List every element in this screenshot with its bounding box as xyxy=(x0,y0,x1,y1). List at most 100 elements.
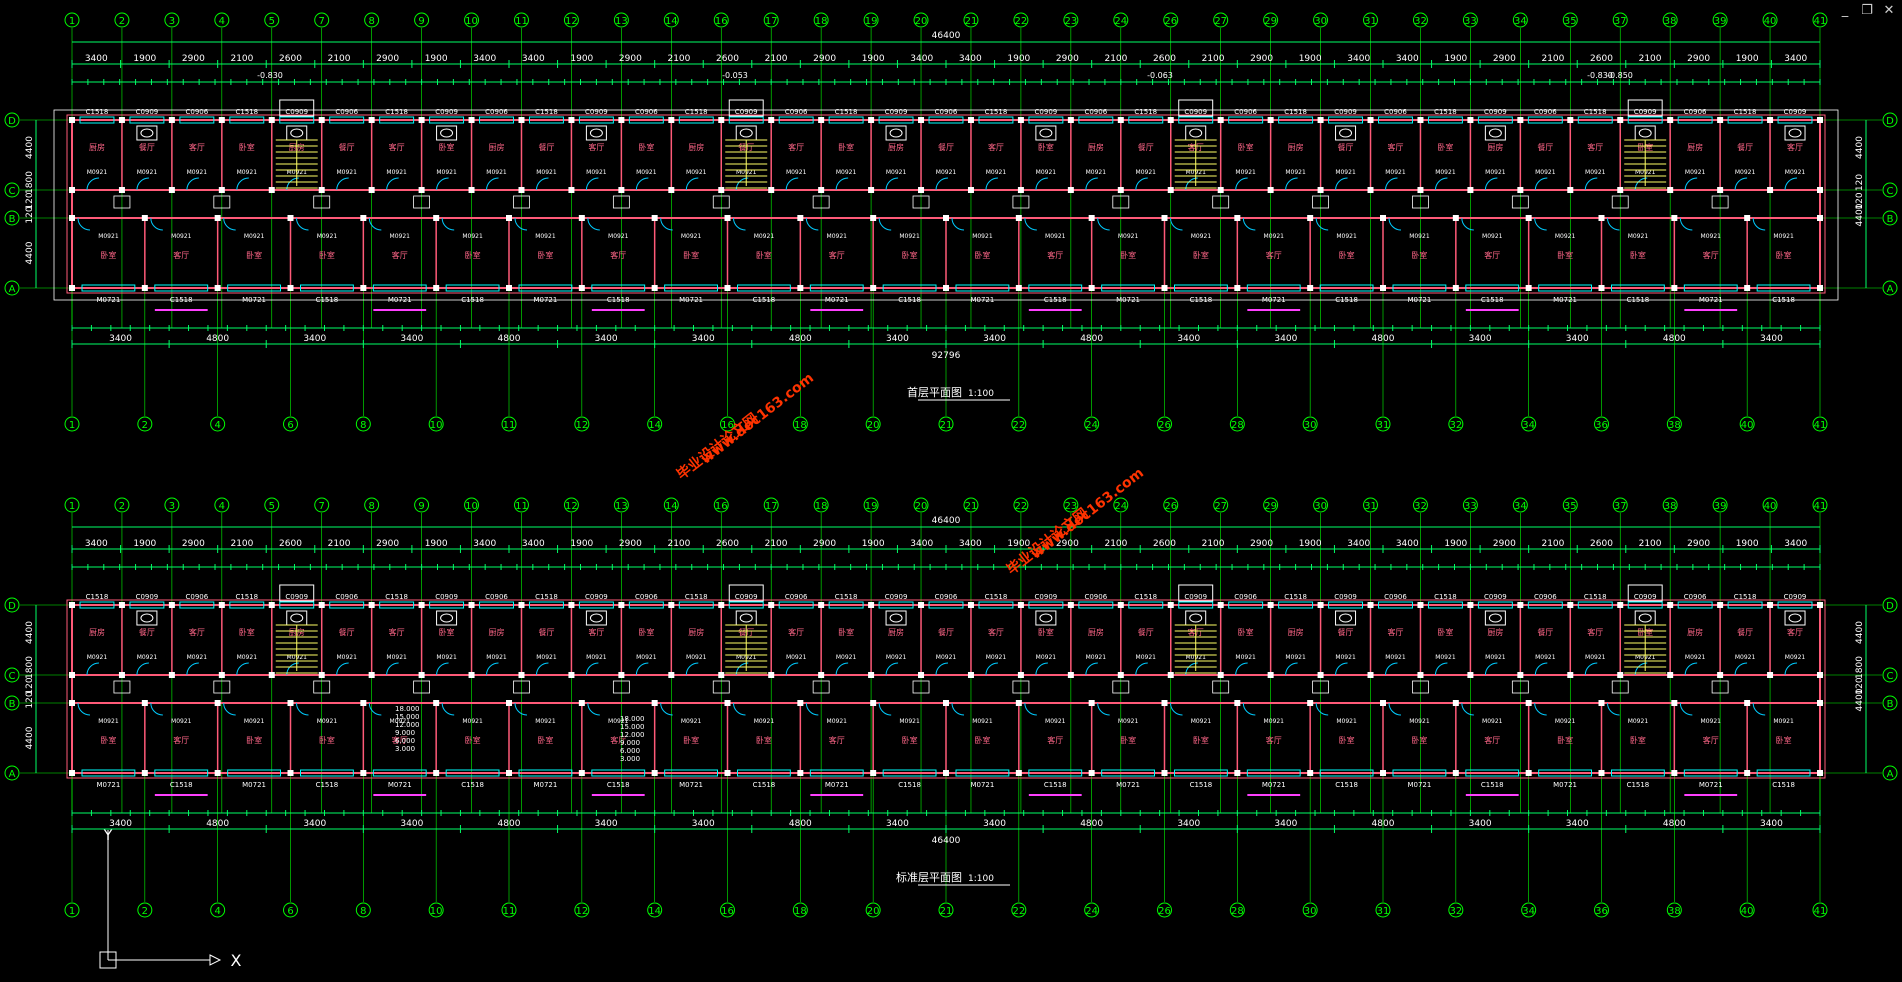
axis-bubble xyxy=(1712,497,1728,513)
column xyxy=(578,285,585,291)
window xyxy=(664,769,719,777)
fixture-symbol xyxy=(1012,195,1030,209)
column xyxy=(768,117,775,123)
room-label: 卧室 xyxy=(1120,250,1136,260)
axis-bubble xyxy=(4,280,20,296)
dimension-text: 4800 xyxy=(1372,334,1395,344)
ucs-x-arrow xyxy=(209,954,222,966)
door-label: M0921 xyxy=(244,233,265,240)
door-swing xyxy=(1534,217,1547,231)
axis-bubble-label: 16 xyxy=(721,906,734,917)
bathtub-fixture xyxy=(1784,610,1806,626)
dimension-text: 1900 xyxy=(133,539,156,549)
window xyxy=(1577,601,1613,609)
column xyxy=(69,215,75,221)
window-label: C1518 xyxy=(170,296,193,304)
level-mark: -0.053 xyxy=(722,71,748,80)
axis-bubble-label: A xyxy=(9,284,16,295)
axis-bubble xyxy=(1302,416,1318,432)
axis-bubble-label: 3 xyxy=(169,501,175,512)
dimension-text: 3400 xyxy=(303,334,326,344)
axis-bubble xyxy=(164,12,180,28)
axis-bubble xyxy=(114,497,130,513)
window-label: C0906 xyxy=(785,108,808,116)
window-label: C1518 xyxy=(1734,108,1757,116)
window xyxy=(1756,284,1811,292)
door-swing xyxy=(1584,177,1598,191)
axis-bubble xyxy=(865,416,881,432)
door-label: M0921 xyxy=(1045,718,1066,725)
window xyxy=(591,769,646,777)
axis-bubble-label: 35 xyxy=(1564,501,1577,512)
column xyxy=(1467,117,1474,123)
window xyxy=(1427,116,1463,124)
column xyxy=(1817,602,1823,608)
axis-bubble xyxy=(1013,497,1029,513)
window xyxy=(227,769,282,777)
window xyxy=(882,284,937,292)
room-label: 餐厅 xyxy=(538,628,554,637)
column xyxy=(1380,770,1386,776)
fixture-symbol xyxy=(513,680,530,694)
column xyxy=(1307,285,1314,291)
level-mark: -0.830 xyxy=(1587,71,1613,80)
axis-bubble xyxy=(4,765,20,781)
column xyxy=(1267,187,1274,193)
axis-bubble-label: 6 xyxy=(287,906,293,917)
axis-bubble-label: 14 xyxy=(648,420,661,431)
axis-bubble xyxy=(210,902,226,918)
door-swing xyxy=(1035,662,1048,676)
column xyxy=(1671,285,1678,291)
basin-fixture xyxy=(1488,613,1502,623)
column xyxy=(1088,215,1095,221)
column xyxy=(1088,700,1095,706)
door-swing xyxy=(236,177,249,191)
dimension-text: 2900 xyxy=(1056,54,1079,64)
window-label: C1518 xyxy=(898,781,921,789)
door-swing xyxy=(336,662,349,676)
column xyxy=(1380,700,1386,706)
axis-bubble-label: 30 xyxy=(1304,906,1317,917)
window-label: M0721 xyxy=(1553,296,1577,304)
minimize-button[interactable]: _ xyxy=(1841,3,1849,18)
axis-bubble xyxy=(1521,902,1537,918)
window xyxy=(1477,116,1513,124)
door-label: M0921 xyxy=(98,718,119,725)
axis-bubble xyxy=(938,416,954,432)
window-label: C1518 xyxy=(535,108,558,116)
door-label: M0921 xyxy=(827,718,848,725)
window-label: C1518 xyxy=(1627,781,1650,789)
column xyxy=(168,117,175,123)
window-controls: _ ❐ ✕ xyxy=(1838,4,1896,17)
column xyxy=(1667,117,1674,123)
window-label: M0721 xyxy=(1116,296,1140,304)
dimension-text: 3400 xyxy=(1469,819,1492,829)
axis-bubble xyxy=(1448,902,1464,918)
axis-bubble-label: 19 xyxy=(865,501,878,512)
window xyxy=(445,284,500,292)
column xyxy=(1217,187,1224,193)
column xyxy=(1744,215,1751,221)
restore-button[interactable]: ❐ xyxy=(1861,3,1873,18)
axis-bubble-label: 9 xyxy=(418,16,424,27)
axis-bubble xyxy=(1363,497,1379,513)
close-button[interactable]: ✕ xyxy=(1883,3,1895,18)
column xyxy=(1767,602,1774,608)
window-label: C1518 xyxy=(170,781,193,789)
room-label: 卧室 xyxy=(838,142,854,152)
window-label: C0906 xyxy=(1384,593,1407,601)
door-label: M0921 xyxy=(137,654,158,661)
axis-bubble-label: 20 xyxy=(867,906,880,917)
column xyxy=(1567,672,1574,678)
dimension-text: 1900 xyxy=(1444,54,1467,64)
door-label: M0921 xyxy=(936,169,957,176)
plan-title-text: 标准层平面图 xyxy=(896,870,962,884)
door-swing xyxy=(585,662,599,676)
window-label: C1518 xyxy=(753,296,776,304)
stair-elevation: 18.000 xyxy=(395,705,420,713)
axis-bubble-label: A xyxy=(1887,769,1894,780)
axis-bubble-label: 5 xyxy=(269,16,275,27)
window-label: C1518 xyxy=(835,108,858,116)
axis-bubble-label: 11 xyxy=(515,16,528,27)
